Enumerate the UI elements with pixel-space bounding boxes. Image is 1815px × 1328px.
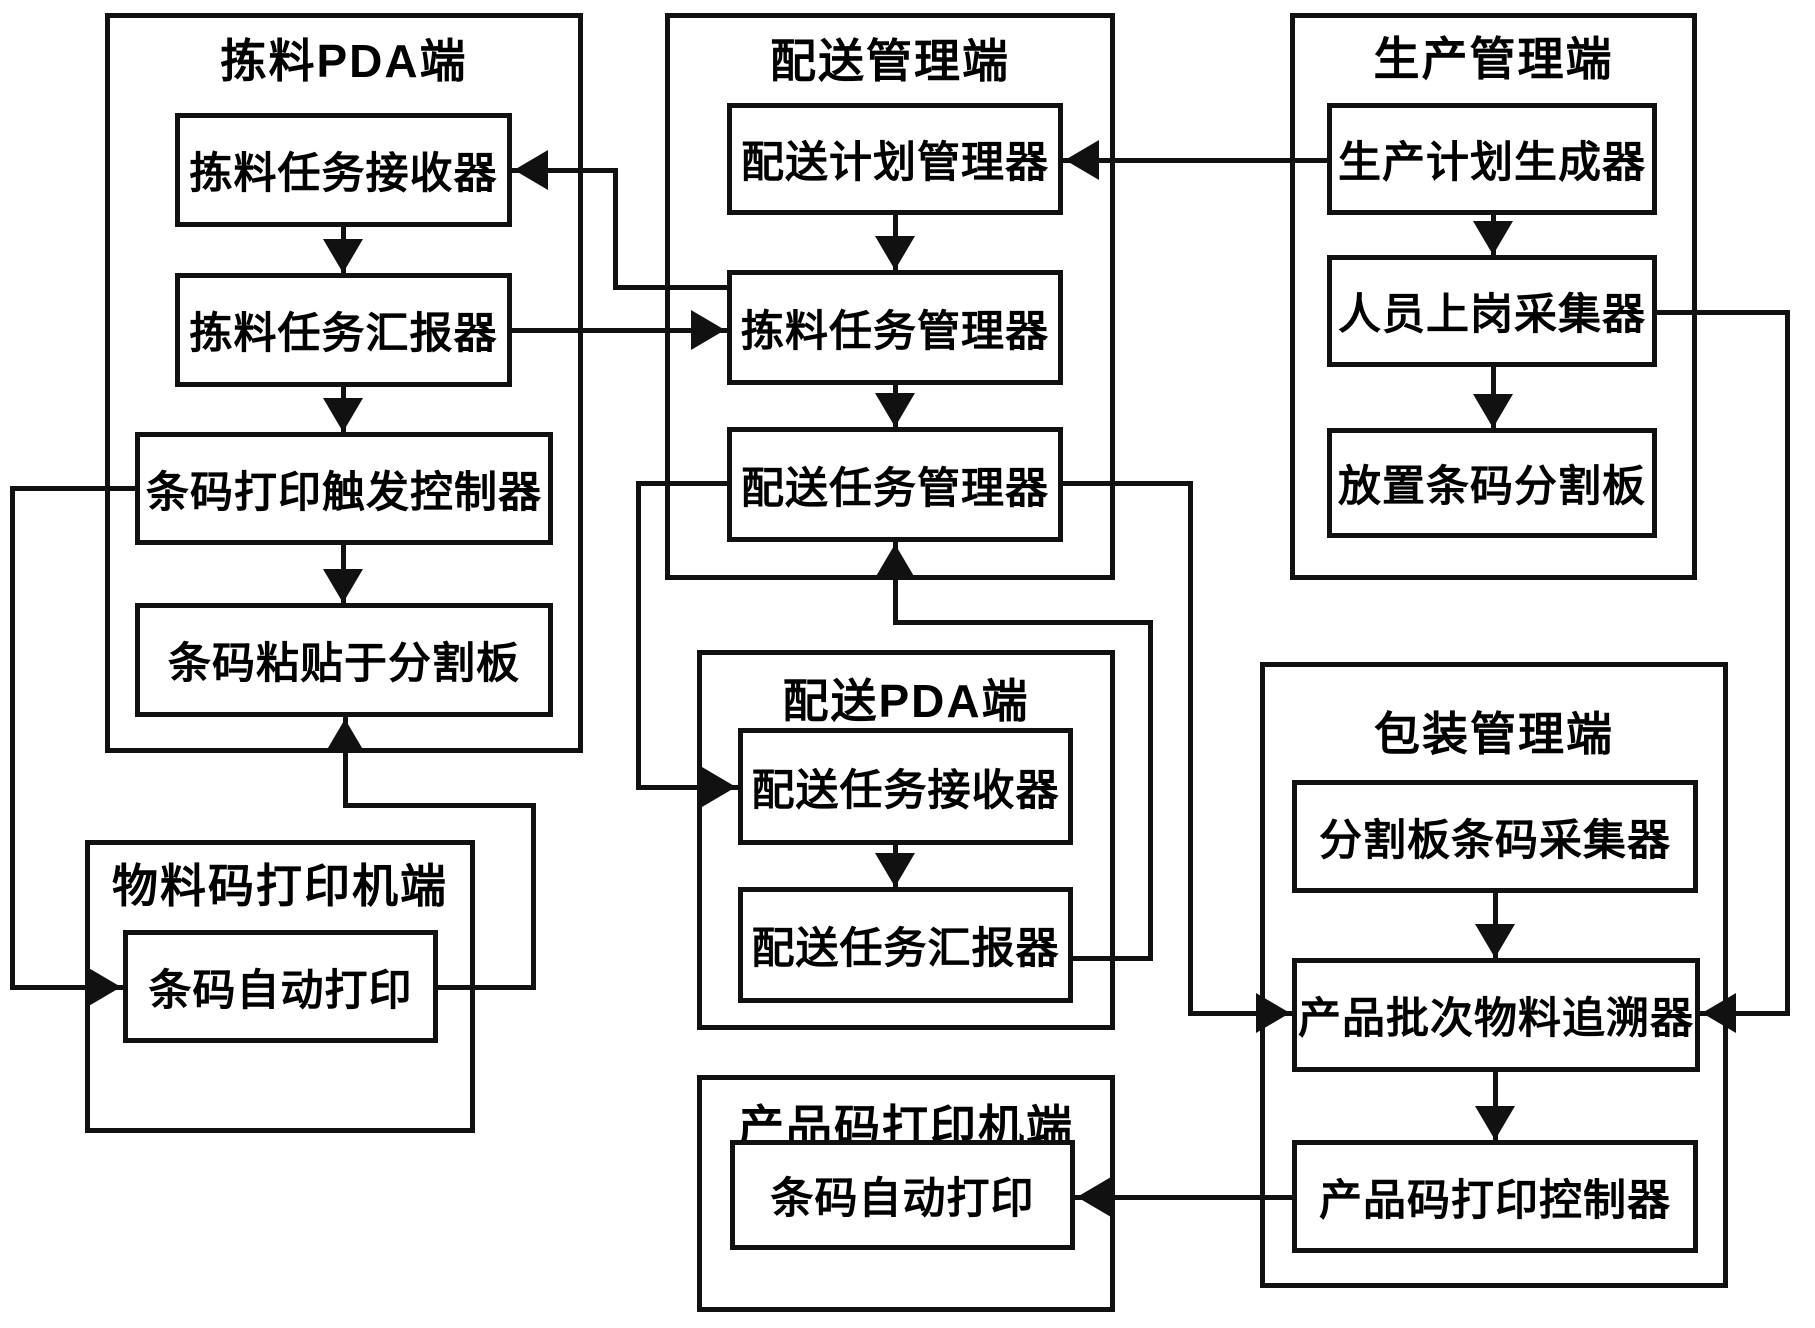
group-title-packaging-mgmt: 包装管理端 xyxy=(1260,698,1728,764)
group-title-delivery-mgmt: 配送管理端 xyxy=(665,25,1115,91)
arrowhead-icon xyxy=(325,719,365,753)
connector-deliverymgr-to-dreceiver-segment xyxy=(636,481,730,486)
node-label-delivery-plan-manager: 配送计划管理器 xyxy=(741,128,1049,190)
arrowhead-icon xyxy=(875,544,915,578)
node-material-barcode-auto-print: 条码自动打印 xyxy=(123,930,438,1043)
connector-deliverymgr-to-dreceiver-segment xyxy=(636,481,641,790)
node-label-barcode-print-trigger-controller: 条码打印触发控制器 xyxy=(146,458,542,520)
node-label-delivery-task-receiver: 配送任务接收器 xyxy=(752,756,1060,818)
connector-deliverymgr-to-tracer-segment xyxy=(1061,481,1193,486)
node-label-place-barcode-divider: 放置条码分割板 xyxy=(1338,452,1646,514)
group-title-delivery-pda: 配送PDA端 xyxy=(697,665,1115,731)
arrowhead-icon xyxy=(87,967,121,1007)
arrowhead-icon xyxy=(1256,993,1290,1033)
node-delivery-task-reporter: 配送任务汇报器 xyxy=(738,887,1073,1003)
connector-materialprint-to-paste-segment xyxy=(343,803,536,808)
node-label-delivery-task-manager: 配送任务管理器 xyxy=(741,454,1049,516)
group-title-production-mgmt: 生产管理端 xyxy=(1290,23,1697,89)
group-title-picking-pda: 拣料PDA端 xyxy=(105,25,583,91)
node-product-code-print-controller: 产品码打印控制器 xyxy=(1292,1140,1698,1253)
group-title-material-code-printer: 物料码打印机端 xyxy=(85,850,475,916)
arrowhead-icon xyxy=(702,767,736,807)
node-picking-task-reporter: 拣料任务汇报器 xyxy=(175,273,512,387)
arrowhead-icon xyxy=(875,393,915,427)
node-label-delivery-task-reporter: 配送任务汇报器 xyxy=(752,914,1060,976)
node-product-barcode-auto-print: 条码自动打印 xyxy=(730,1140,1075,1250)
node-label-product-code-print-controller: 产品码打印控制器 xyxy=(1319,1166,1671,1228)
node-barcode-print-trigger-controller: 条码打印触发控制器 xyxy=(135,432,553,545)
node-label-production-plan-generator: 生产计划生成器 xyxy=(1338,128,1646,190)
connector-trigger-to-materialprint-segment xyxy=(10,486,15,990)
arrowhead-icon xyxy=(1077,1177,1111,1217)
node-label-picking-task-receiver: 拣料任务接收器 xyxy=(190,139,498,201)
arrowhead-icon xyxy=(1473,394,1513,428)
connector-pickingmgr-to-pickingrecv-segment xyxy=(613,168,618,290)
node-place-barcode-divider: 放置条码分割板 xyxy=(1327,428,1657,538)
connector-pickingmgr-to-pickingrecv-segment xyxy=(613,285,730,290)
node-picking-task-receiver: 拣料任务接收器 xyxy=(175,113,512,227)
connector-materialprint-to-paste-segment xyxy=(531,803,536,990)
arrowhead-icon xyxy=(323,239,363,273)
arrowhead-icon xyxy=(323,398,363,432)
connector-dreporter-to-deliverymgr-segment xyxy=(1148,620,1153,961)
arrowhead-icon xyxy=(323,569,363,603)
node-label-material-barcode-auto-print: 条码自动打印 xyxy=(149,956,413,1018)
node-divider-barcode-collector: 分割板条码采集器 xyxy=(1292,780,1698,893)
arrowhead-icon xyxy=(1473,221,1513,255)
connector-staff-to-tracer-segment xyxy=(1785,310,1790,1016)
connector-materialprint-to-paste-segment xyxy=(436,985,536,990)
node-label-product-barcode-auto-print: 条码自动打印 xyxy=(771,1164,1035,1226)
node-label-product-batch-material-tracer: 产品批次物料追溯器 xyxy=(1298,984,1694,1046)
connector-staff-to-tracer-segment xyxy=(1655,310,1790,315)
node-delivery-task-manager: 配送任务管理器 xyxy=(727,427,1063,542)
node-delivery-plan-manager: 配送计划管理器 xyxy=(727,103,1063,215)
node-delivery-task-receiver: 配送任务接收器 xyxy=(738,728,1073,845)
connector-trigger-to-materialprint-segment xyxy=(10,486,138,491)
node-label-divider-barcode-collector: 分割板条码采集器 xyxy=(1319,806,1671,868)
node-staff-onduty-collector: 人员上岗采集器 xyxy=(1327,255,1657,367)
connector-prodplan-to-deliveryplan-segment xyxy=(1063,158,1330,163)
node-label-picking-task-reporter: 拣料任务汇报器 xyxy=(190,299,498,361)
connector-dreporter-to-deliverymgr-segment xyxy=(1071,956,1153,961)
arrowhead-icon xyxy=(1475,924,1515,958)
node-label-picking-task-manager: 拣料任务管理器 xyxy=(741,297,1049,359)
connector-dreporter-to-deliverymgr-segment xyxy=(893,620,1153,625)
arrowhead-icon xyxy=(875,853,915,887)
node-production-plan-generator: 生产计划生成器 xyxy=(1327,103,1657,215)
node-picking-task-manager: 拣料任务管理器 xyxy=(727,270,1063,385)
arrowhead-icon xyxy=(1065,140,1099,180)
arrowhead-icon xyxy=(875,236,915,270)
node-barcode-paste-on-divider: 条码粘贴于分割板 xyxy=(135,603,553,717)
node-product-batch-material-tracer: 产品批次物料追溯器 xyxy=(1292,958,1700,1072)
node-label-staff-onduty-collector: 人员上岗采集器 xyxy=(1338,280,1646,342)
arrowhead-icon xyxy=(1702,993,1736,1033)
node-label-barcode-paste-on-divider: 条码粘贴于分割板 xyxy=(168,629,520,691)
connector-deliverymgr-to-tracer-segment xyxy=(1188,481,1193,1016)
arrowhead-icon xyxy=(514,150,548,190)
arrowhead-icon xyxy=(691,310,725,350)
arrowhead-icon xyxy=(1475,1106,1515,1140)
